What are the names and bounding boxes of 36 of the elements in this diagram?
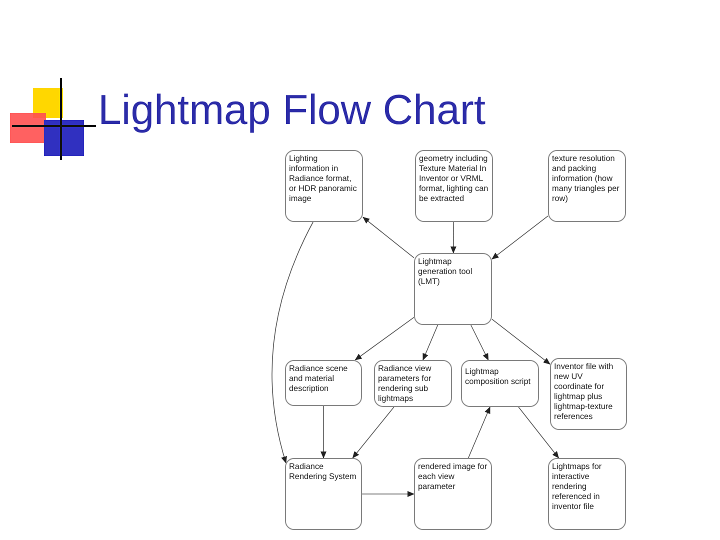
process-box	[550, 358, 627, 430]
box-text: rendered image for each view parameter	[418, 462, 488, 492]
box-text: texture resolution and packing information (how many triangles per row)	[552, 154, 620, 204]
box-text: Inventor file with new UV coordinate for lightmap plus lightmap-texture references	[554, 362, 614, 422]
box-text: Radiance scene and material description	[289, 364, 349, 394]
arrow	[320, 406, 326, 458]
arrow	[354, 316, 414, 360]
process-box	[285, 150, 363, 222]
arrow	[492, 216, 548, 260]
arrow	[362, 491, 414, 497]
box-text: Radiance Rendering System	[289, 462, 358, 482]
arrow	[362, 216, 414, 258]
box-text: Radiance view parameters for rendering sub lightmaps	[378, 364, 432, 404]
box-text: geometry including Texture Material In Inventor or VRML format, lighting can be extracted	[419, 154, 489, 204]
arrow	[272, 222, 314, 464]
process-box	[548, 458, 626, 530]
arrow	[468, 406, 490, 458]
diagram-title: Lightmap Flow Chart	[98, 86, 486, 134]
arrow	[470, 324, 489, 360]
arrow	[518, 406, 560, 458]
arrow	[492, 318, 550, 365]
process-box	[548, 150, 626, 222]
process-box	[414, 253, 492, 325]
box-text: Lightmaps for interactive rendering referenced in inventor file	[552, 462, 603, 512]
process-box	[285, 458, 362, 530]
process-box	[415, 150, 493, 222]
box-text: Lightmap generation tool (LMT)	[418, 257, 474, 287]
arrow	[450, 222, 456, 254]
arrow	[422, 324, 438, 360]
arrow	[352, 406, 394, 458]
process-box	[414, 458, 492, 530]
process-box	[461, 360, 539, 407]
box-text: Lightmap composition script	[465, 367, 532, 387]
process-box	[285, 360, 362, 406]
box-text: Lighting information in Radiance format, or HDR panoramic image	[289, 154, 358, 204]
process-box	[374, 360, 452, 407]
